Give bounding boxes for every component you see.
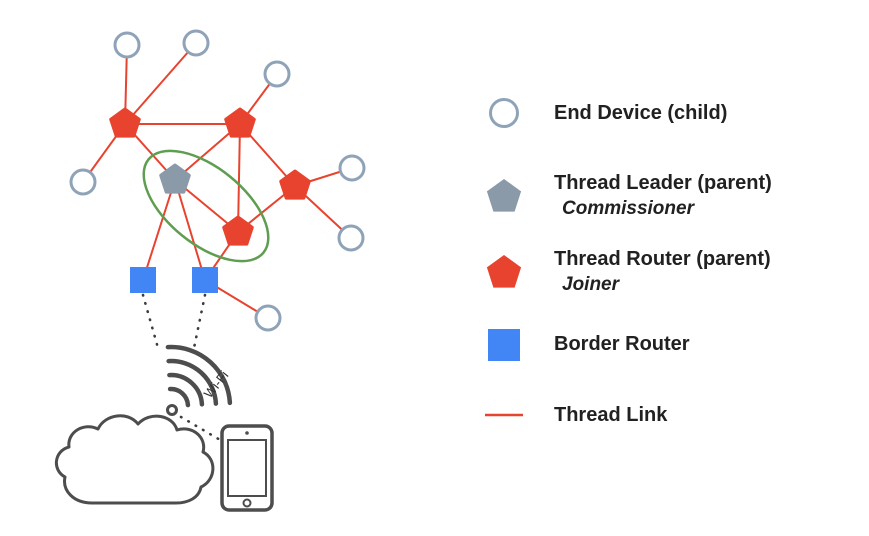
border-router-node	[192, 267, 218, 293]
end-device-node	[338, 154, 366, 182]
thread-leader-icon	[482, 178, 526, 214]
thread-link-line	[237, 123, 241, 233]
legend-item-thread-link: Thread Link	[482, 403, 772, 428]
thread-router-node	[224, 107, 256, 138]
topology-svg: Wi-Fi	[55, 29, 366, 512]
thread-link-line	[174, 179, 206, 281]
legend-item-thread-leader: Thread Leader (parent) Commissioner	[482, 171, 772, 221]
legend-label: Thread Leader (parent)	[554, 172, 772, 194]
legend-label: Thread Link	[554, 403, 668, 426]
border-router-node	[130, 267, 156, 293]
thread-link-line	[142, 179, 176, 281]
network-topology-diagram: Wi-Fi	[55, 29, 366, 512]
legend-item-thread-router: Thread Router (parent) Joiner	[482, 247, 772, 297]
nodes-layer	[69, 29, 366, 332]
smartphone-icon	[220, 424, 274, 512]
legend-item-border-router: Border Router	[482, 327, 772, 363]
commissioning-ellipse	[142, 149, 270, 263]
wifi-dot	[166, 404, 178, 416]
wifi-icon: Wi-Fi	[165, 344, 233, 416]
end-device-node	[113, 31, 141, 59]
thread-router-node	[109, 107, 141, 138]
end-device-node	[182, 29, 210, 57]
legend-label: End Device (child)	[554, 101, 728, 124]
thread-router-node	[222, 215, 254, 246]
end-device-node	[263, 60, 291, 88]
dotted-link	[141, 293, 160, 350]
end-device-node	[69, 168, 97, 196]
end-device-icon	[482, 95, 526, 131]
thread-router-icon	[482, 254, 526, 290]
dotted-links-layer	[141, 293, 229, 446]
dotted-link	[192, 293, 207, 350]
thread-link-icon	[482, 411, 526, 419]
legend-label: Thread Router (parent)	[554, 247, 771, 270]
legend: End Device (child) Thread Leader (parent…	[482, 95, 772, 428]
end-device-node	[254, 304, 282, 332]
legend-sublabel: Commissioner	[562, 198, 694, 219]
dotted-link	[179, 415, 229, 446]
thread-link-line	[124, 42, 197, 125]
thread-leader-node	[159, 163, 191, 194]
legend-sublabel: Joiner	[562, 273, 620, 295]
cloud-icon	[55, 414, 215, 505]
thread-router-node	[279, 169, 311, 200]
legend-item-end-device: End Device (child)	[482, 95, 772, 131]
border-router-icon	[482, 327, 526, 363]
legend-label: Border Router	[554, 333, 690, 355]
end-device-node	[337, 224, 365, 252]
